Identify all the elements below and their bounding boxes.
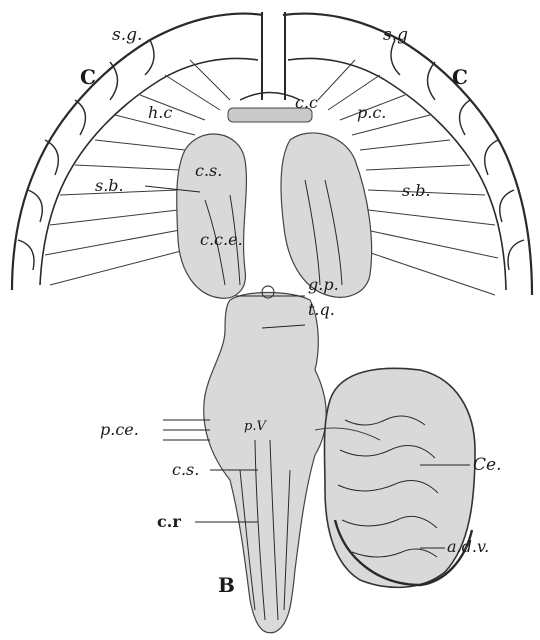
- basal-ganglia: [177, 133, 372, 298]
- label-cs-lower: c.s.: [172, 460, 199, 479]
- label-cc: c.c: [295, 93, 318, 112]
- label-ce: Ce.: [473, 455, 501, 475]
- cerebral-cortex: [12, 12, 532, 295]
- label-pv: p.V: [244, 419, 267, 434]
- label-cr: c.r: [157, 512, 181, 531]
- label-pce: p.ce.: [100, 420, 139, 439]
- label-sg-right: s.g: [383, 25, 408, 45]
- label-sg-left: s.g.: [112, 25, 142, 45]
- label-hc: h.c: [148, 103, 172, 122]
- label-b: B: [218, 573, 235, 597]
- label-tq: t.q.: [308, 300, 335, 319]
- label-c-right: C: [452, 65, 468, 89]
- label-cs-upper: c.s.: [195, 161, 222, 180]
- label-gp: g.p.: [308, 275, 339, 294]
- label-sb-right: s.b.: [402, 181, 431, 200]
- label-c-left: C: [80, 65, 96, 89]
- label-pc: p.c.: [357, 103, 386, 122]
- label-sb-left: s.b.: [95, 176, 124, 195]
- label-adv: a.d.v.: [447, 537, 489, 556]
- label-cce: c.c.e.: [200, 230, 243, 249]
